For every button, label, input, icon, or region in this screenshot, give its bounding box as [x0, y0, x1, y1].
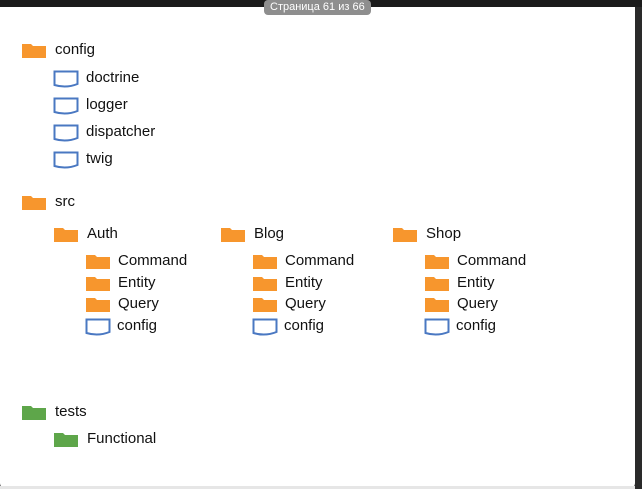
folder-icon	[253, 255, 277, 269]
window-edge	[635, 7, 642, 489]
folder-icon	[54, 433, 78, 447]
slide-footer	[0, 486, 635, 489]
folder-icon	[22, 406, 46, 420]
folder-icon	[22, 196, 46, 210]
folder-icon	[86, 277, 110, 291]
tree-item-label: src	[55, 193, 75, 210]
slide: config doctrine logger dispatcher twig s…	[0, 7, 635, 489]
tree-item-label: config	[55, 41, 96, 58]
tree-item-label: config	[284, 317, 325, 334]
file-icon	[53, 70, 79, 88]
folder-icon	[425, 255, 449, 269]
tree-item-label: Command	[285, 252, 355, 269]
file-icon	[53, 151, 79, 169]
tree-item-label: config	[456, 317, 497, 334]
file-icon	[252, 318, 278, 336]
folder-icon	[86, 298, 110, 312]
file-icon	[85, 318, 111, 336]
file-icon	[424, 318, 450, 336]
tree-item-label: Shop	[426, 225, 462, 242]
page-indicator: Страница 61 из 66	[264, 0, 371, 15]
folder-icon	[221, 228, 245, 242]
folder-icon	[393, 228, 417, 242]
folder-icon	[253, 298, 277, 312]
tree-item-label: tests	[55, 403, 87, 420]
tree-item-label: Auth	[87, 225, 118, 242]
file-icon	[53, 124, 79, 142]
folder-icon	[425, 298, 449, 312]
folder-icon	[425, 277, 449, 291]
tree-item-label: Query	[457, 295, 498, 312]
tree-item-label: twig	[86, 150, 113, 167]
tree-item-label: Query	[285, 295, 326, 312]
tree-item-label: Functional	[87, 430, 157, 447]
folder-icon	[253, 277, 277, 291]
tree-item-label: Command	[118, 252, 188, 269]
tree-item-label: Entity	[457, 274, 495, 291]
tree-item-label: doctrine	[86, 69, 140, 86]
tree-item-label: Blog	[254, 225, 285, 242]
folder-icon	[86, 255, 110, 269]
folder-icon	[54, 228, 78, 242]
tree-item-label: Command	[457, 252, 527, 269]
tree-item-label: config	[117, 317, 158, 334]
tree-item-label: Entity	[118, 274, 156, 291]
tree-item-label: Entity	[285, 274, 323, 291]
tree-item-label: Query	[118, 295, 159, 312]
file-icon	[53, 97, 79, 115]
folder-icon	[22, 44, 46, 58]
tree-item-label: logger	[86, 96, 128, 113]
tree-item-label: dispatcher	[86, 123, 156, 140]
